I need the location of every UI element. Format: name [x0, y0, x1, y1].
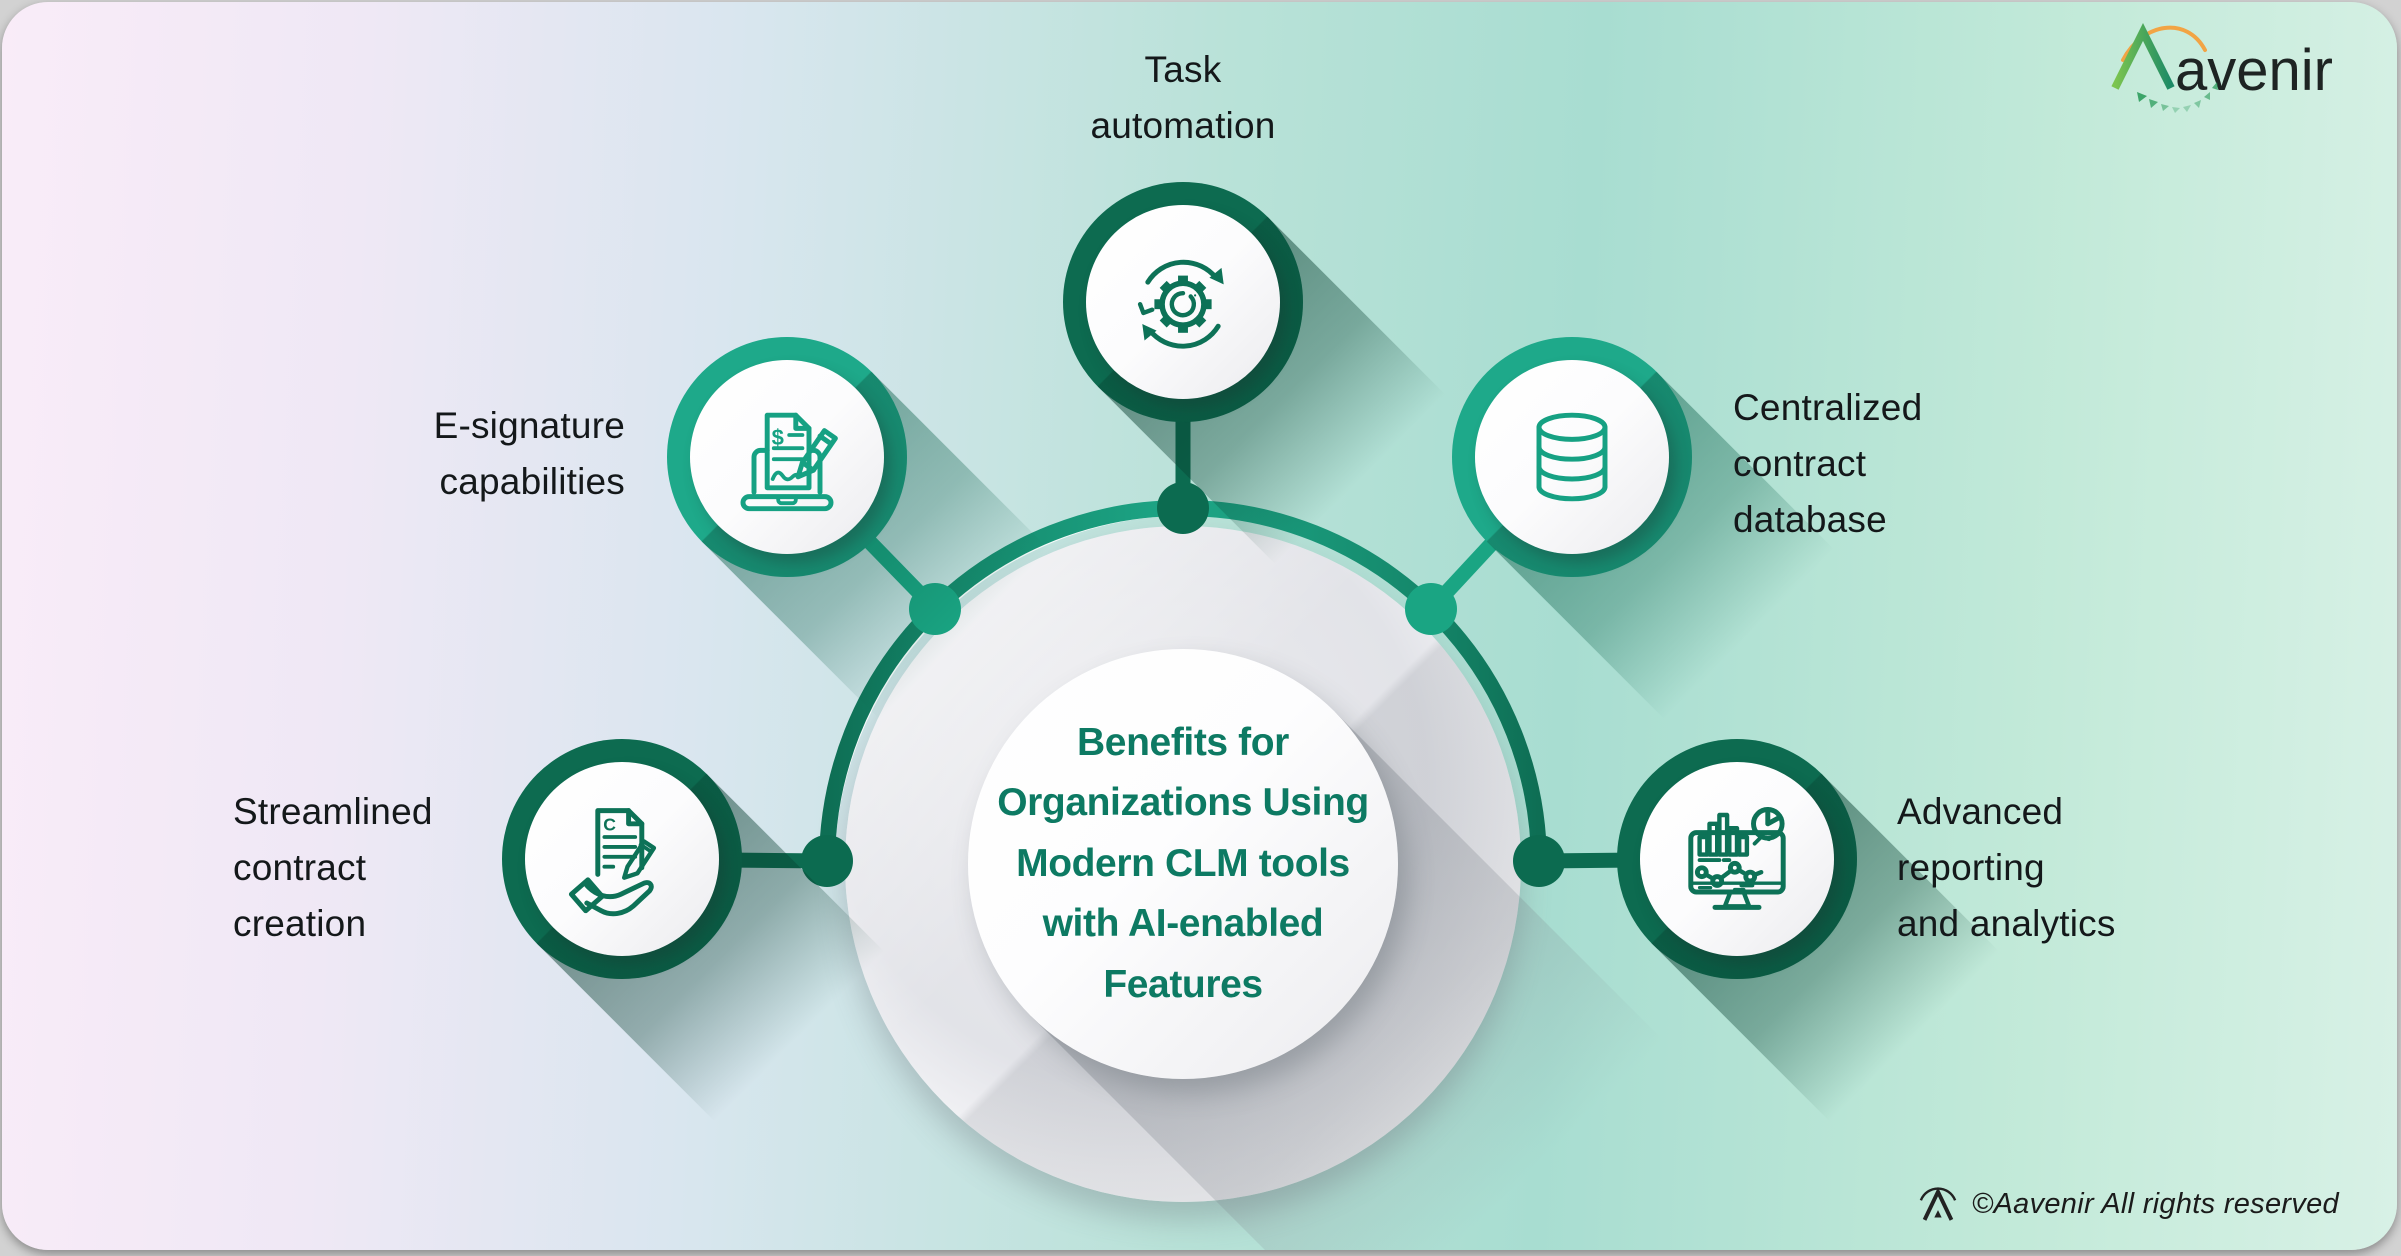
- logo-text: avenir: [2175, 38, 2333, 103]
- logo-triangle-trail: [2137, 82, 2218, 113]
- label-e-signature: E-signature capabilities: [433, 405, 625, 503]
- node-e-signature: $: [667, 337, 1106, 776]
- copyright-text: ©Aavenir All rights reserved: [1971, 1187, 2339, 1220]
- node-inner-circle: C: [525, 762, 719, 956]
- database-icon: [1536, 412, 1608, 502]
- logo-lambda-A: [2111, 23, 2175, 90]
- central-title: Benefits for Organizations Using Modern …: [997, 720, 1369, 1006]
- label-advanced-analytics: Advanced reporting and analytics: [1897, 791, 2116, 945]
- svg-text:$: $: [772, 425, 784, 450]
- central-circle: Benefits for Organizations Using Modern …: [968, 649, 1398, 1079]
- node-advanced-analytics: [1617, 739, 2056, 1178]
- connector-dot-advanced-analytics: [1513, 835, 1565, 887]
- connector-dot-task-automation: [1157, 482, 1209, 534]
- contract-hand-icon: C: [568, 808, 657, 917]
- connector-dot-e-signature: [909, 583, 961, 635]
- label-centralized-database: Centralized contract database: [1733, 387, 1923, 541]
- aavenir-logo-graphic: avenir: [2111, 23, 2333, 113]
- gear-sync-icon: [1137, 259, 1224, 349]
- svg-text:C: C: [603, 814, 616, 834]
- analytics-monitor-icon: [1688, 807, 1786, 910]
- node-inner-circle: [1086, 205, 1280, 399]
- node-task-automation: [1063, 182, 1502, 621]
- node-inner-circle: [1640, 762, 1834, 956]
- label-task-automation: Task automation: [1090, 49, 1276, 147]
- label-streamlined-creation: Streamlined contract creation: [233, 791, 433, 945]
- laptop-signature-icon: $: [740, 412, 838, 512]
- node-inner-circle: [1475, 360, 1669, 554]
- node-centralized-database: [1452, 337, 1891, 776]
- aavenir-mark-icon: [1919, 1187, 1957, 1221]
- node-streamlined-creation: C: [502, 739, 941, 1178]
- aavenir-logo: avenir: [2101, 20, 2345, 116]
- footer: ©Aavenir All rights reserved: [1916, 1182, 2339, 1226]
- connector-dot-streamlined-creation: [801, 835, 853, 887]
- node-inner-circle: $: [690, 360, 884, 554]
- connector-dot-centralized-database: [1405, 583, 1457, 635]
